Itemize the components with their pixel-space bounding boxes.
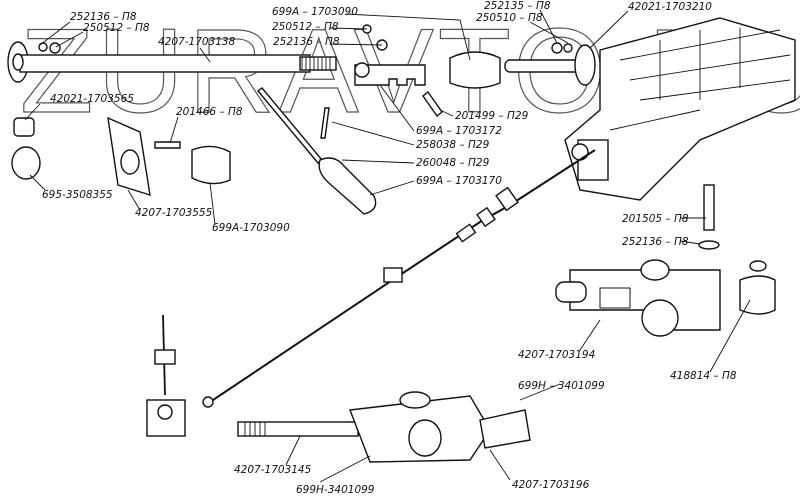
bushing-418814 [739,275,776,315]
label: 699Н – 3401099 [518,380,605,392]
knob-695-3508355 [11,146,41,180]
label: 699А – 1703090 [272,6,358,18]
control-rod [209,149,596,403]
bolt-201505 [703,184,715,231]
leader-lines [24,9,751,483]
shaft-4207-1703145 [237,421,359,437]
label: 4207-1703555 [135,207,213,219]
label: 695-3508355 [42,189,113,201]
bushing [13,117,35,137]
clamp [383,267,403,283]
label: 252135 – П8 [484,0,551,12]
label: 4207-1703196 [512,479,590,491]
label: 699А-1703090 [212,222,290,234]
pin-258038 [320,107,330,139]
label: 201499 – П29 [455,110,529,122]
bolt-201499 [422,90,443,118]
label: 418814 – П8 [670,370,737,382]
label: 250510 – П8 [476,12,543,24]
label: 699А – 1703170 [416,175,502,187]
label: 260048 – П29 [416,157,490,169]
label: 42021-1703210 [628,1,712,13]
label: 201505 – П8 [622,213,689,225]
part-labels: 252136 – П8 250512 – П8 4207-1703138 420… [42,0,737,496]
label: 252136 – П8 [273,36,340,48]
label: 4207-1703138 [158,36,236,48]
label: 4207-1703194 [518,349,595,361]
bolt-201466 [154,141,181,149]
label: 4207-1703145 [234,464,312,476]
label: 42021-1703565 [50,93,134,105]
boot-top [449,51,501,89]
nut [49,42,61,54]
handle-699A-1703170 [318,157,377,215]
label: 258038 – П29 [416,139,490,151]
rod [256,87,324,164]
lever-699A-1703172 [354,64,426,86]
label: 699Н-3401099 [296,484,375,496]
flange-42021-1703210 [574,44,596,86]
label: 252136 – П8 [622,236,689,248]
shaft-4207-1703196 [479,409,531,449]
washer [38,42,48,52]
label: 250512 – П8 [272,21,339,33]
boot-699A-1703090 [191,145,231,185]
label: 250512 – П8 [83,22,150,34]
bracket-upper [154,349,176,365]
label: 252136 – П8 [70,11,137,23]
label: 699А – 1703172 [416,125,502,137]
label: 201466 – П8 [176,106,243,118]
shaft-4207-1703138 [7,41,337,83]
